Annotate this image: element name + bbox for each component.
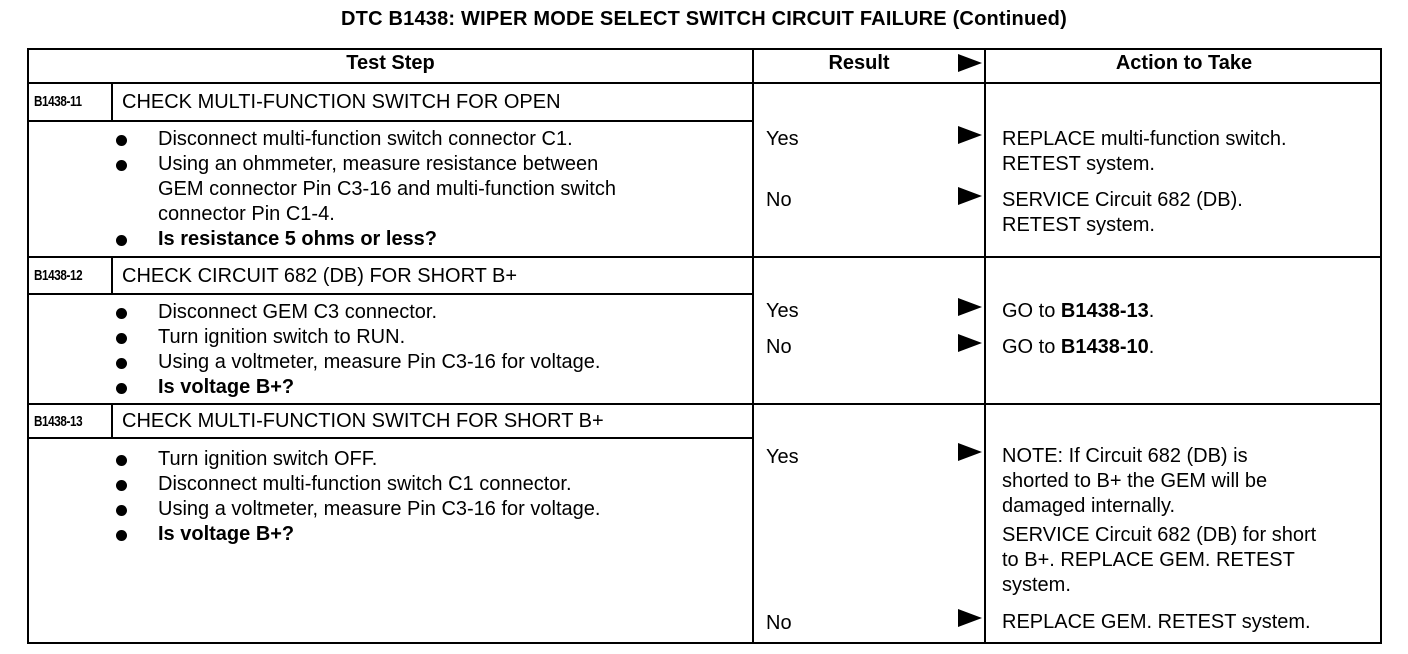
step-bullets: Disconnect multi-function switch connect…	[114, 127, 616, 252]
result-label: No	[766, 336, 792, 358]
action-text: REPLACE GEM. RETEST system.	[1002, 610, 1311, 635]
result-arrow-icon	[958, 609, 982, 627]
action-text: GO to B1438-10.	[1002, 335, 1154, 360]
action-step-ref: B1438-13	[1060, 300, 1149, 322]
action-suffix: .	[1148, 300, 1155, 322]
bullet-item: Using an ohmmeter, measure resistance be…	[114, 152, 616, 177]
step-id-divider	[111, 84, 113, 121]
action-text: SERVICE Circuit 682 (DB). RETEST system.	[1002, 188, 1243, 238]
action-line: damaged internally.	[1002, 495, 1176, 517]
step-title: CHECK MULTI-FUNCTION SWITCH FOR SHORT B+	[122, 410, 604, 432]
action-prefix: GO to	[1002, 336, 1061, 358]
column-divider	[752, 48, 754, 644]
header-action: Action to Take	[1115, 52, 1253, 74]
result-arrow-icon	[958, 187, 982, 205]
step-title-divider	[27, 293, 754, 295]
bullet-continuation: connector Pin C1-4.	[158, 203, 335, 225]
bullet-item: Using a voltmeter, measure Pin C3-16 for…	[114, 497, 600, 522]
step-id: B1438-13	[34, 413, 83, 430]
bullet-item: Disconnect GEM C3 connector.	[114, 300, 600, 325]
bullet-item: Turn ignition switch to RUN.	[114, 325, 600, 350]
action-line: RETEST system.	[1002, 214, 1155, 236]
action-line: RETEST system.	[1002, 153, 1155, 175]
column-divider	[984, 48, 986, 644]
step-title-divider	[27, 437, 754, 439]
action-text: NOTE: If Circuit 682 (DB) is shorted to …	[1002, 444, 1316, 598]
result-label: No	[766, 189, 792, 211]
bullet-continuation: GEM connector Pin C3-16 and multi-functi…	[158, 178, 616, 200]
bullet-item: Is voltage B+?	[114, 375, 600, 400]
action-suffix: .	[1148, 336, 1155, 358]
action-line: system.	[1002, 574, 1071, 596]
result-label: No	[766, 612, 792, 634]
action-line: shorted to B+ the GEM will be	[1002, 470, 1268, 492]
bullet-item: Disconnect multi-function switch connect…	[114, 127, 616, 152]
action-text: REPLACE multi-function switch. RETEST sy…	[1002, 127, 1287, 177]
action-line: to B+. REPLACE GEM. RETEST	[1002, 549, 1295, 571]
result-arrow-icon	[958, 298, 982, 316]
diagnostic-table	[27, 48, 1382, 644]
step-title: CHECK CIRCUIT 682 (DB) FOR SHORT B+	[122, 265, 518, 287]
step-id: B1438-11	[34, 93, 82, 110]
step-bullets: Turn ignition switch OFF. Disconnect mul…	[114, 447, 600, 547]
action-line: NOTE: If Circuit 682 (DB) is	[1002, 445, 1248, 467]
result-label: Yes	[766, 300, 799, 322]
step-title: CHECK MULTI-FUNCTION SWITCH FOR OPEN	[122, 91, 561, 113]
step-id-divider	[111, 405, 113, 438]
result-arrow-icon	[958, 334, 982, 352]
step-id-divider	[111, 258, 113, 294]
bullet-item: Is resistance 5 ohms or less?	[114, 227, 616, 252]
header-result: Result	[828, 52, 890, 74]
action-line: SERVICE Circuit 682 (DB) for short	[1002, 524, 1317, 546]
action-step-ref: B1438-10	[1060, 336, 1149, 358]
bullet-item: Disconnect multi-function switch C1 conn…	[114, 472, 600, 497]
step-title-divider	[27, 120, 754, 122]
page-title: DTC B1438: WIPER MODE SELECT SWITCH CIRC…	[341, 8, 1067, 30]
header-arrow-icon	[958, 54, 982, 72]
step-bullets: Disconnect GEM C3 connector. Turn igniti…	[114, 300, 600, 400]
header-divider	[27, 82, 1382, 84]
action-line: SERVICE Circuit 682 (DB).	[1002, 189, 1243, 211]
header-test-step: Test Step	[346, 52, 435, 74]
bullet-item: Turn ignition switch OFF.	[114, 447, 600, 472]
bullet-item: Is voltage B+?	[114, 522, 600, 547]
result-arrow-icon	[958, 126, 982, 144]
action-line: REPLACE multi-function switch.	[1002, 128, 1287, 150]
bullet-item: Using a voltmeter, measure Pin C3-16 for…	[114, 350, 600, 375]
action-prefix: GO to	[1002, 300, 1061, 322]
result-label: Yes	[766, 446, 799, 468]
step-id: B1438-12	[34, 267, 83, 284]
result-label: Yes	[766, 128, 799, 150]
row-divider	[27, 256, 1382, 258]
result-arrow-icon	[958, 443, 982, 461]
action-text: GO to B1438-13.	[1002, 299, 1154, 324]
action-line: REPLACE GEM. RETEST system.	[1002, 611, 1311, 633]
row-divider	[27, 403, 1382, 405]
